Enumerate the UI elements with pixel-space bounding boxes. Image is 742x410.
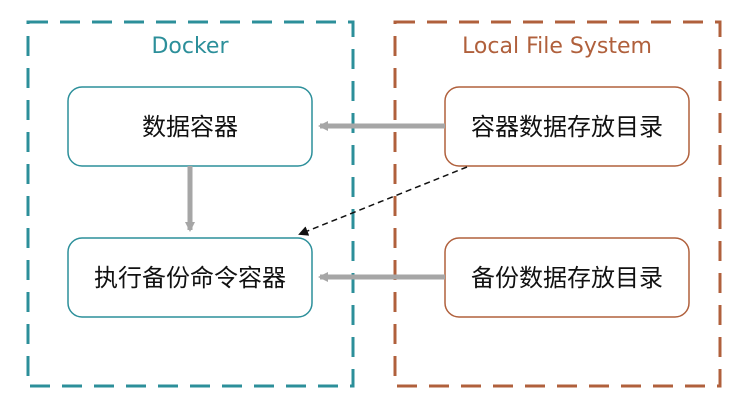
docker-group-title: Docker: [151, 34, 229, 59]
backup-container-box: [67, 237, 313, 318]
docker-group-border: [26, 20, 355, 388]
local-file-system-group: Local File System: [393, 20, 722, 388]
container-data-dir-label: 容器数据存放目录: [471, 113, 663, 141]
docker-group: Docker: [26, 20, 355, 388]
node-container-data-dir: 容器数据存放目录: [444, 86, 690, 167]
arrow-dashed-container-data-dir-to-backup-container: [298, 166, 468, 236]
node-data-container: 数据容器: [67, 86, 313, 167]
node-backup-container: 执行备份命令容器: [67, 237, 313, 318]
backup-data-dir-label: 备份数据存放目录: [471, 264, 663, 292]
node-backup-data-dir: 备份数据存放目录: [444, 237, 690, 318]
local-file-system-group-title: Local File System: [462, 34, 652, 59]
data-container-label: 数据容器: [142, 113, 238, 141]
local-file-system-group-border: [393, 20, 722, 388]
backup-container-label: 执行备份命令容器: [94, 264, 286, 292]
